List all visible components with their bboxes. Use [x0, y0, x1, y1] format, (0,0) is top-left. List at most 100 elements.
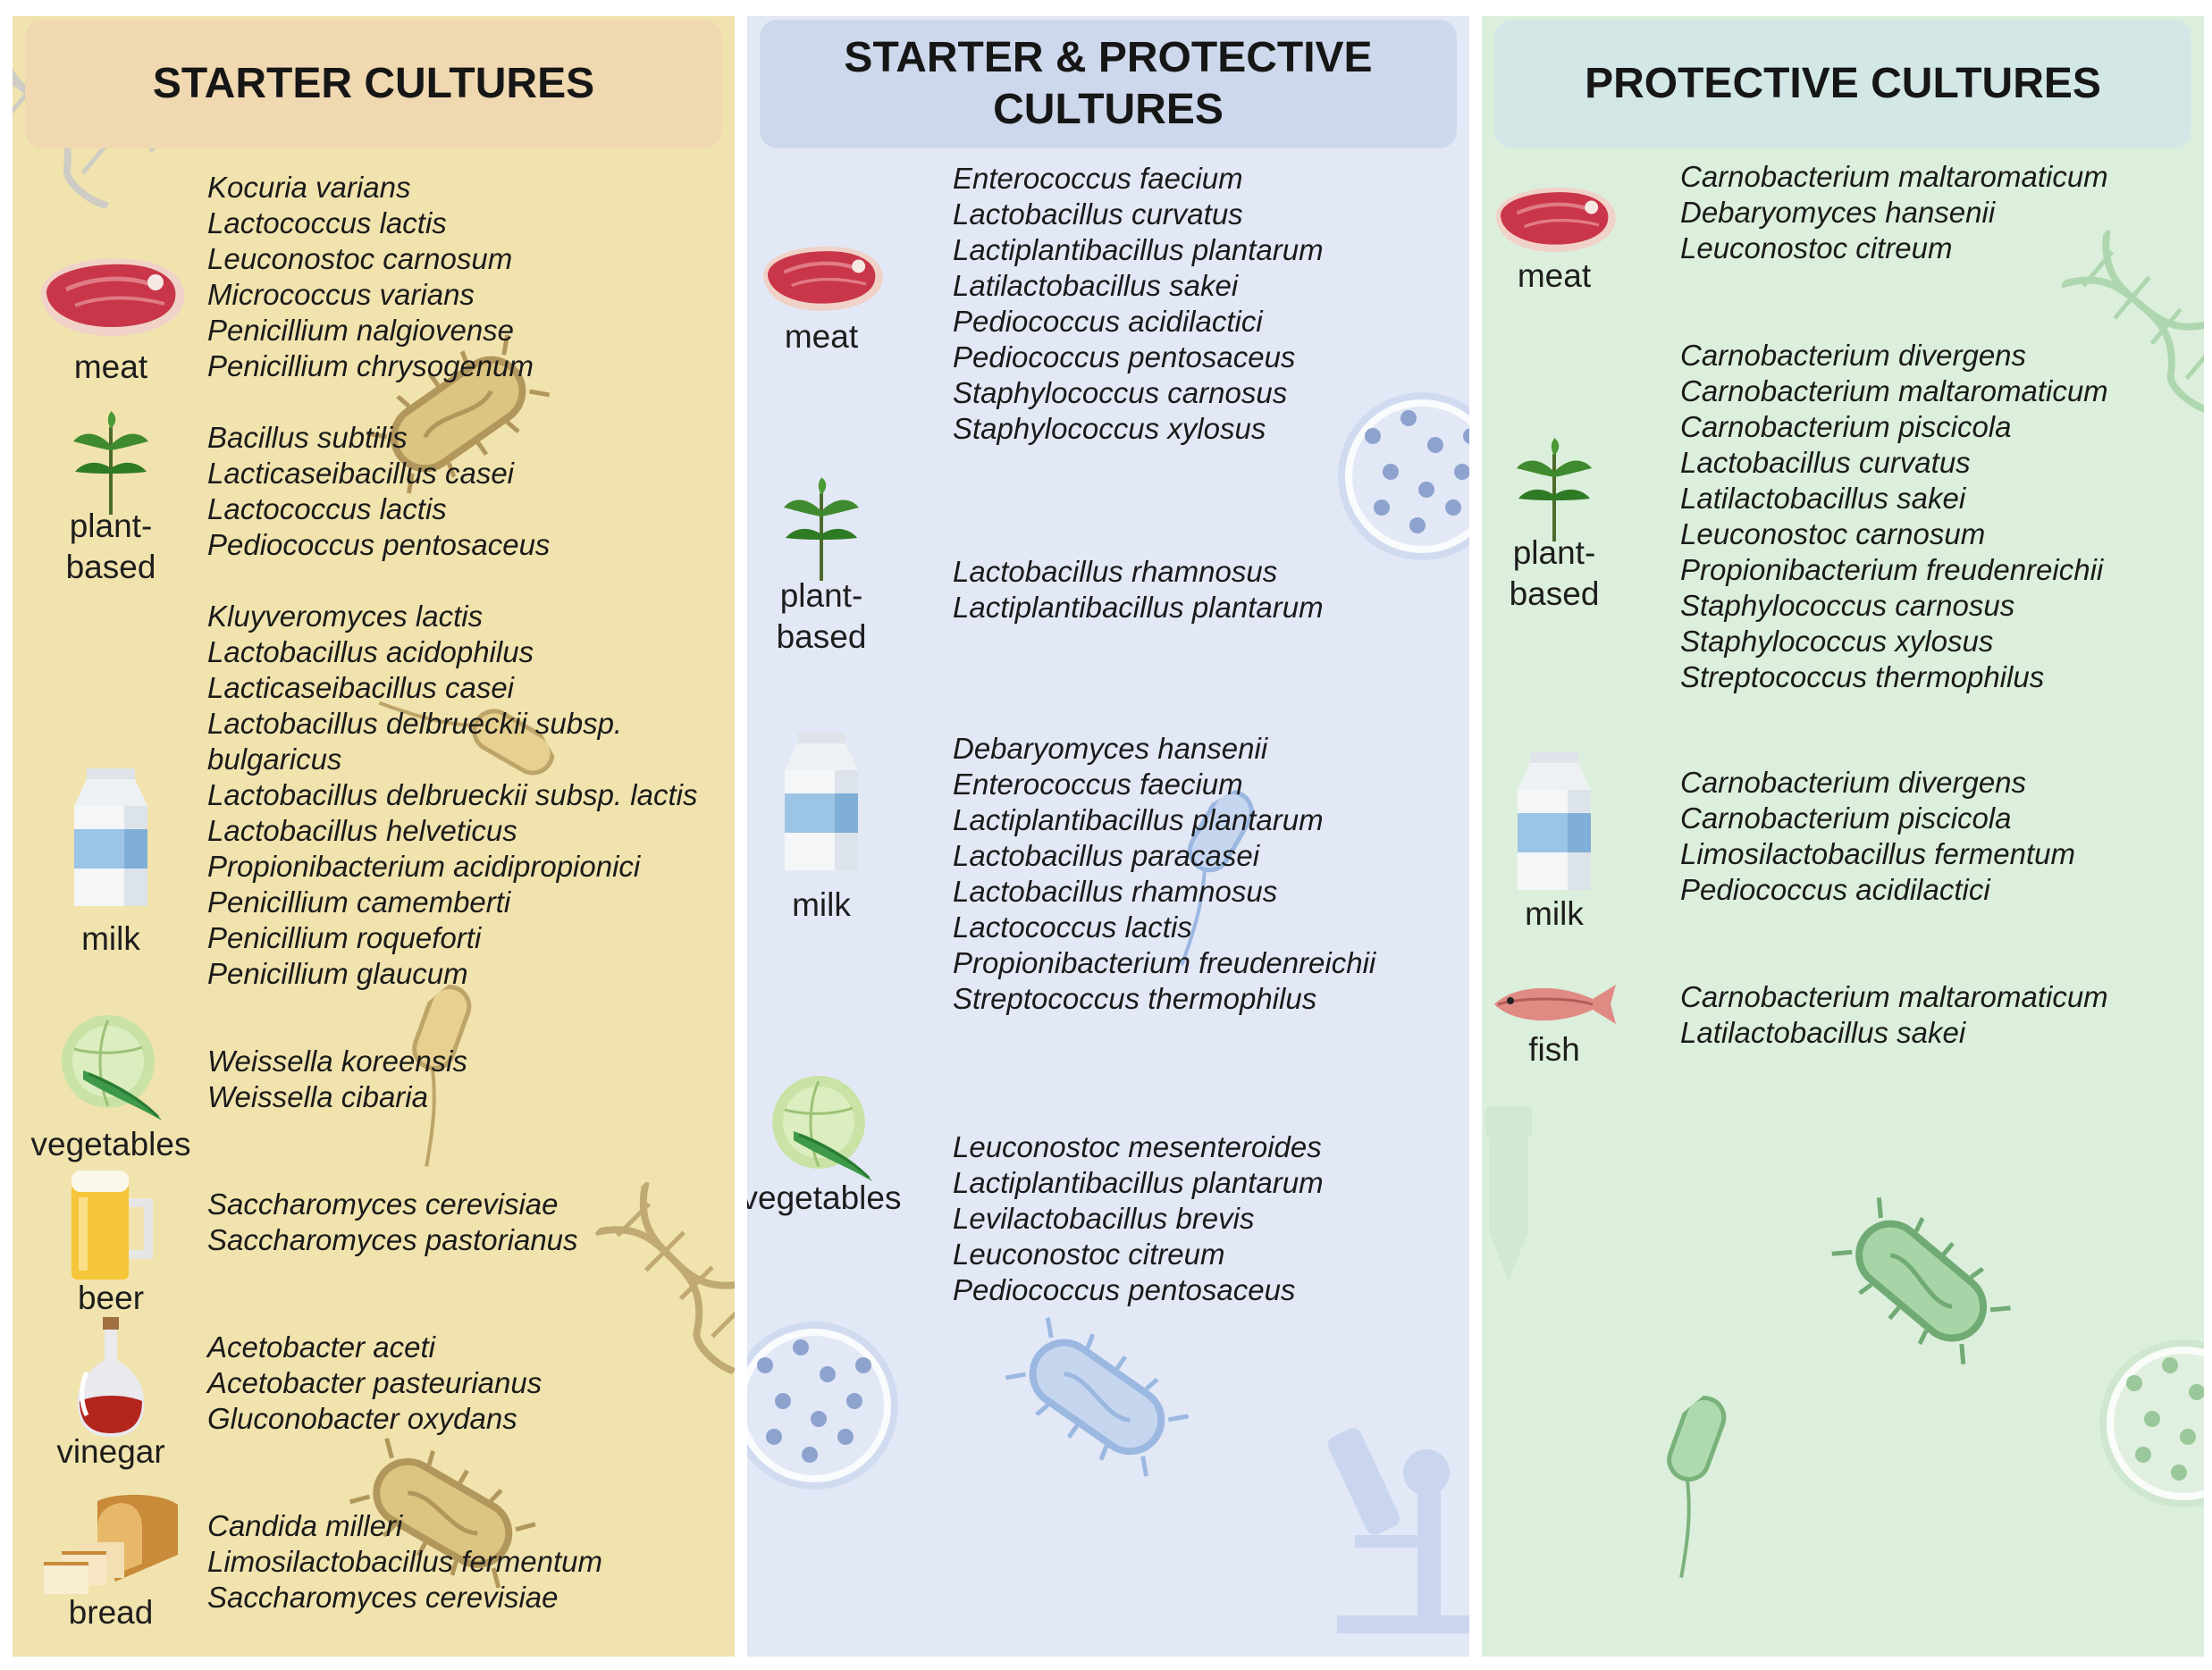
- bacterium-icon: [1818, 1186, 2021, 1380]
- milk-carton-icon: [71, 767, 151, 910]
- species-name: Pediococcus pentosaceus: [953, 340, 1296, 373]
- meat-icon: [1487, 180, 1621, 263]
- species-name: Carnobacterium piscicola: [1680, 410, 2012, 443]
- petri-dish-icon: [2098, 1339, 2204, 1522]
- food-category-label: vegetables: [747, 1179, 902, 1216]
- species-name: Lactobacillus rhamnosus: [953, 555, 1278, 588]
- species-name: Lactiplantibacillus plantarum: [953, 1166, 1324, 1199]
- cabbage-icon: [53, 1008, 169, 1124]
- milk-carton-icon: [781, 731, 862, 874]
- species-name: Penicillium roqueforti: [207, 921, 482, 954]
- species-name: Lactiplantibacillus plantarum: [953, 591, 1324, 624]
- species-name: Staphylococcus carnosus: [953, 376, 1288, 409]
- species-name: Lactobacillus curvatus: [1680, 446, 1971, 479]
- food-category-label: plant- based: [776, 577, 867, 655]
- species-name: Lactobacillus helveticus: [207, 814, 517, 847]
- species-name: Carnobacterium maltaromaticum: [1680, 374, 2108, 407]
- species-name: Acetobacter pasteurianus: [207, 1366, 542, 1399]
- bacterium-icon: [993, 1305, 1199, 1492]
- species-name: Debaryomyces hansenii: [1680, 196, 1996, 229]
- bacterium-icon: [366, 637, 561, 838]
- species-name: Pediococcus acidilactici: [1680, 873, 1990, 906]
- species-name: bulgaricus: [207, 743, 342, 776]
- species-name: Saccharomyces pastorianus: [207, 1223, 578, 1256]
- species-name: Penicillium glaucum: [207, 957, 468, 990]
- food-category-label: beer: [77, 1280, 145, 1316]
- species-name: Lactobacillus curvatus: [953, 197, 1243, 231]
- species-name: Enterococcus faecium: [953, 162, 1243, 195]
- species-name: Kocuria varians: [207, 171, 411, 204]
- species-name: Candida milleri: [207, 1509, 403, 1542]
- species-name: Propionibacterium freudenreichii: [953, 946, 1376, 979]
- species-name: Saccharomyces cerevisiae: [207, 1581, 559, 1614]
- species-name: Penicillium nalgiovense: [207, 314, 515, 347]
- bread-icon: [35, 1492, 187, 1599]
- food-category-label: plant- based: [65, 508, 156, 585]
- species-name: Pediococcus pentosaceus: [207, 528, 551, 561]
- species-name: Micrococcus varians: [207, 278, 475, 311]
- species-name: Latilactobacillus sakei: [1680, 1016, 1966, 1049]
- milk-carton-icon: [1514, 751, 1594, 894]
- meat-icon: [30, 250, 191, 348]
- species-name: Leuconostoc citreum: [953, 1238, 1225, 1271]
- species-name: Levilactobacillus brevis: [953, 1202, 1255, 1235]
- species-name: Lacticaseibacillus casei: [207, 457, 515, 490]
- species-name: Latilactobacillus sakei: [1680, 482, 1966, 515]
- species-name: Lactobacillus delbrueckii subsp.: [207, 707, 623, 740]
- species-name: Staphylococcus carnosus: [1680, 589, 2015, 622]
- species-name: Pediococcus pentosaceus: [953, 1273, 1296, 1306]
- dna-helix-icon: [583, 1170, 735, 1388]
- petri-dish-icon: [747, 1321, 908, 1504]
- species-name: Carnobacterium piscicola: [1680, 801, 2012, 835]
- species-name: Limosilactobacillus fermentum: [1680, 837, 2076, 870]
- petri-dish-icon: [1337, 391, 1469, 575]
- species-name: Lactobacillus acidophilus: [207, 635, 534, 668]
- species-name: Lactobacillus delbrueckii subsp. lactis: [207, 778, 698, 811]
- bacterium-icon: [1598, 1386, 1804, 1590]
- species-name: Weissella cibaria: [207, 1080, 428, 1113]
- species-name: Carnobacterium divergens: [1680, 339, 2027, 372]
- bacterium-icon: [343, 975, 549, 1179]
- vinegar-bottle-icon: [71, 1315, 151, 1440]
- food-category-label: fish: [1528, 1031, 1580, 1068]
- column-title: STARTER & PROTECTIVE CULTURES: [844, 34, 1373, 133]
- food-category-label: bread: [68, 1594, 154, 1631]
- species-name: Saccharomyces cerevisiae: [207, 1187, 559, 1221]
- species-name: Penicillium chrysogenum: [207, 349, 534, 382]
- plant-icon: [1510, 436, 1599, 543]
- food-category-label: milk: [1525, 895, 1584, 932]
- species-name: Carnobacterium divergens: [1680, 766, 2027, 799]
- food-category-label: vegetables: [30, 1126, 191, 1162]
- food-category-label: vinegar: [56, 1433, 165, 1470]
- species-name: Lactobacillus rhamnosus: [953, 875, 1278, 908]
- species-name: Lactiplantibacillus plantarum: [953, 233, 1324, 266]
- species-name: Enterococcus faecium: [953, 768, 1243, 801]
- species-name: Carnobacterium maltaromaticum: [1680, 160, 2108, 193]
- cabbage-icon: [763, 1069, 879, 1185]
- column-header: PROTECTIVE CULTURES: [1494, 20, 2191, 148]
- column-header: STARTER & PROTECTIVE CULTURES: [760, 20, 1457, 148]
- species-name: Propionibacterium acidipropionici: [207, 850, 641, 883]
- species-name: Leuconostoc mesenteroides: [953, 1130, 1322, 1163]
- species-name: Bacillus subtilis: [207, 421, 408, 454]
- species-name: Lactiplantibacillus plantarum: [953, 803, 1324, 836]
- column-title: STARTER CULTURES: [152, 60, 595, 107]
- food-category-label: plant- based: [1509, 534, 1600, 612]
- species-name: Acetobacter aceti: [207, 1330, 435, 1364]
- species-name: Pediococcus acidilactici: [953, 305, 1263, 338]
- beer-mug-icon: [66, 1167, 156, 1283]
- species-name: Leuconostoc carnosum: [207, 242, 513, 275]
- species-name: Penicillium camemberti: [207, 885, 511, 919]
- species-name: Lacticaseibacillus casei: [207, 671, 515, 704]
